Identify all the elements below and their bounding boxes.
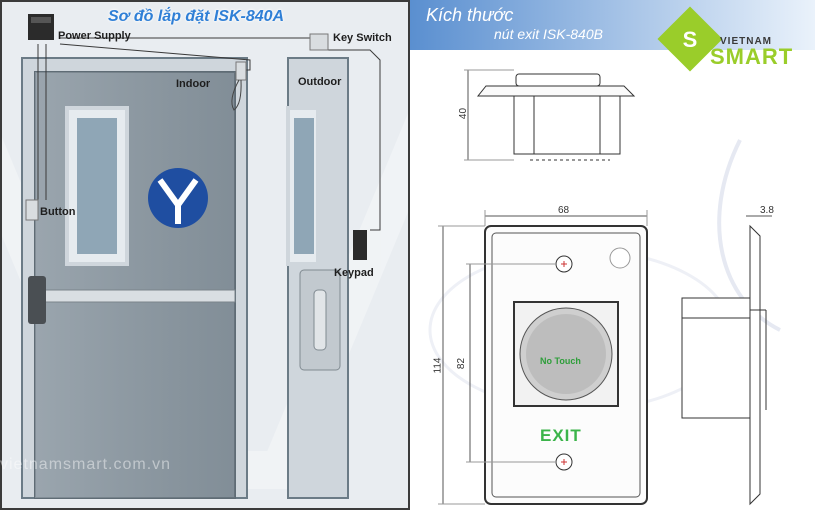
installation-drawing <box>0 0 410 510</box>
installation-title: Sơ đồ lắp đặt ISK-840A <box>108 8 285 25</box>
logo-diamond <box>657 6 723 72</box>
label-button: Button <box>40 206 76 218</box>
no-touch-label: No Touch <box>540 356 581 366</box>
dim-total-height-114: 114 <box>432 357 444 374</box>
dimensions-title: Kích thước <box>426 5 514 25</box>
dim-height-40: 40 <box>458 107 470 120</box>
installation-diagram: Sơ đồ lắp đặt ISK-840A Power Supply Key … <box>0 0 410 510</box>
dimension-diagram: S <box>410 0 815 510</box>
label-power-supply: Power Supply <box>58 30 131 42</box>
header-banner <box>410 0 815 50</box>
door-handle <box>28 276 46 324</box>
label-keypad: Keypad <box>334 267 374 279</box>
wire-button <box>37 44 47 200</box>
logo-text-smart: SMART <box>710 44 794 69</box>
dimension-drawing: S <box>410 0 815 506</box>
panic-bar <box>39 289 236 303</box>
top-view-body <box>513 95 621 155</box>
dim-width-68: 68 <box>558 205 570 216</box>
watermark-text: vietnamsmart.com.vn <box>0 456 172 473</box>
side-view-flange <box>749 224 761 506</box>
exit-button-wall <box>25 199 39 221</box>
wire-keypad <box>328 49 381 231</box>
top-view-flange <box>476 85 636 97</box>
exit-label: EXIT <box>540 426 582 445</box>
key-switch-box <box>309 33 329 51</box>
keypad-device <box>353 230 367 260</box>
magnetic-lock <box>235 61 247 81</box>
label-indoor: Indoor <box>176 78 211 90</box>
logo-text-vietnam: VIETNAM <box>720 36 772 47</box>
dim-depth-3-8: 3.8 <box>760 205 774 216</box>
dimensions-subtitle: nút exit ISK-840B <box>494 26 603 42</box>
label-key-switch: Key Switch <box>333 32 392 44</box>
svg-text:S: S <box>683 27 698 52</box>
side-view-body <box>681 297 751 419</box>
brand-mark <box>609 247 631 269</box>
dim-inner-height-82: 82 <box>456 357 468 370</box>
label-outdoor: Outdoor <box>298 76 342 88</box>
